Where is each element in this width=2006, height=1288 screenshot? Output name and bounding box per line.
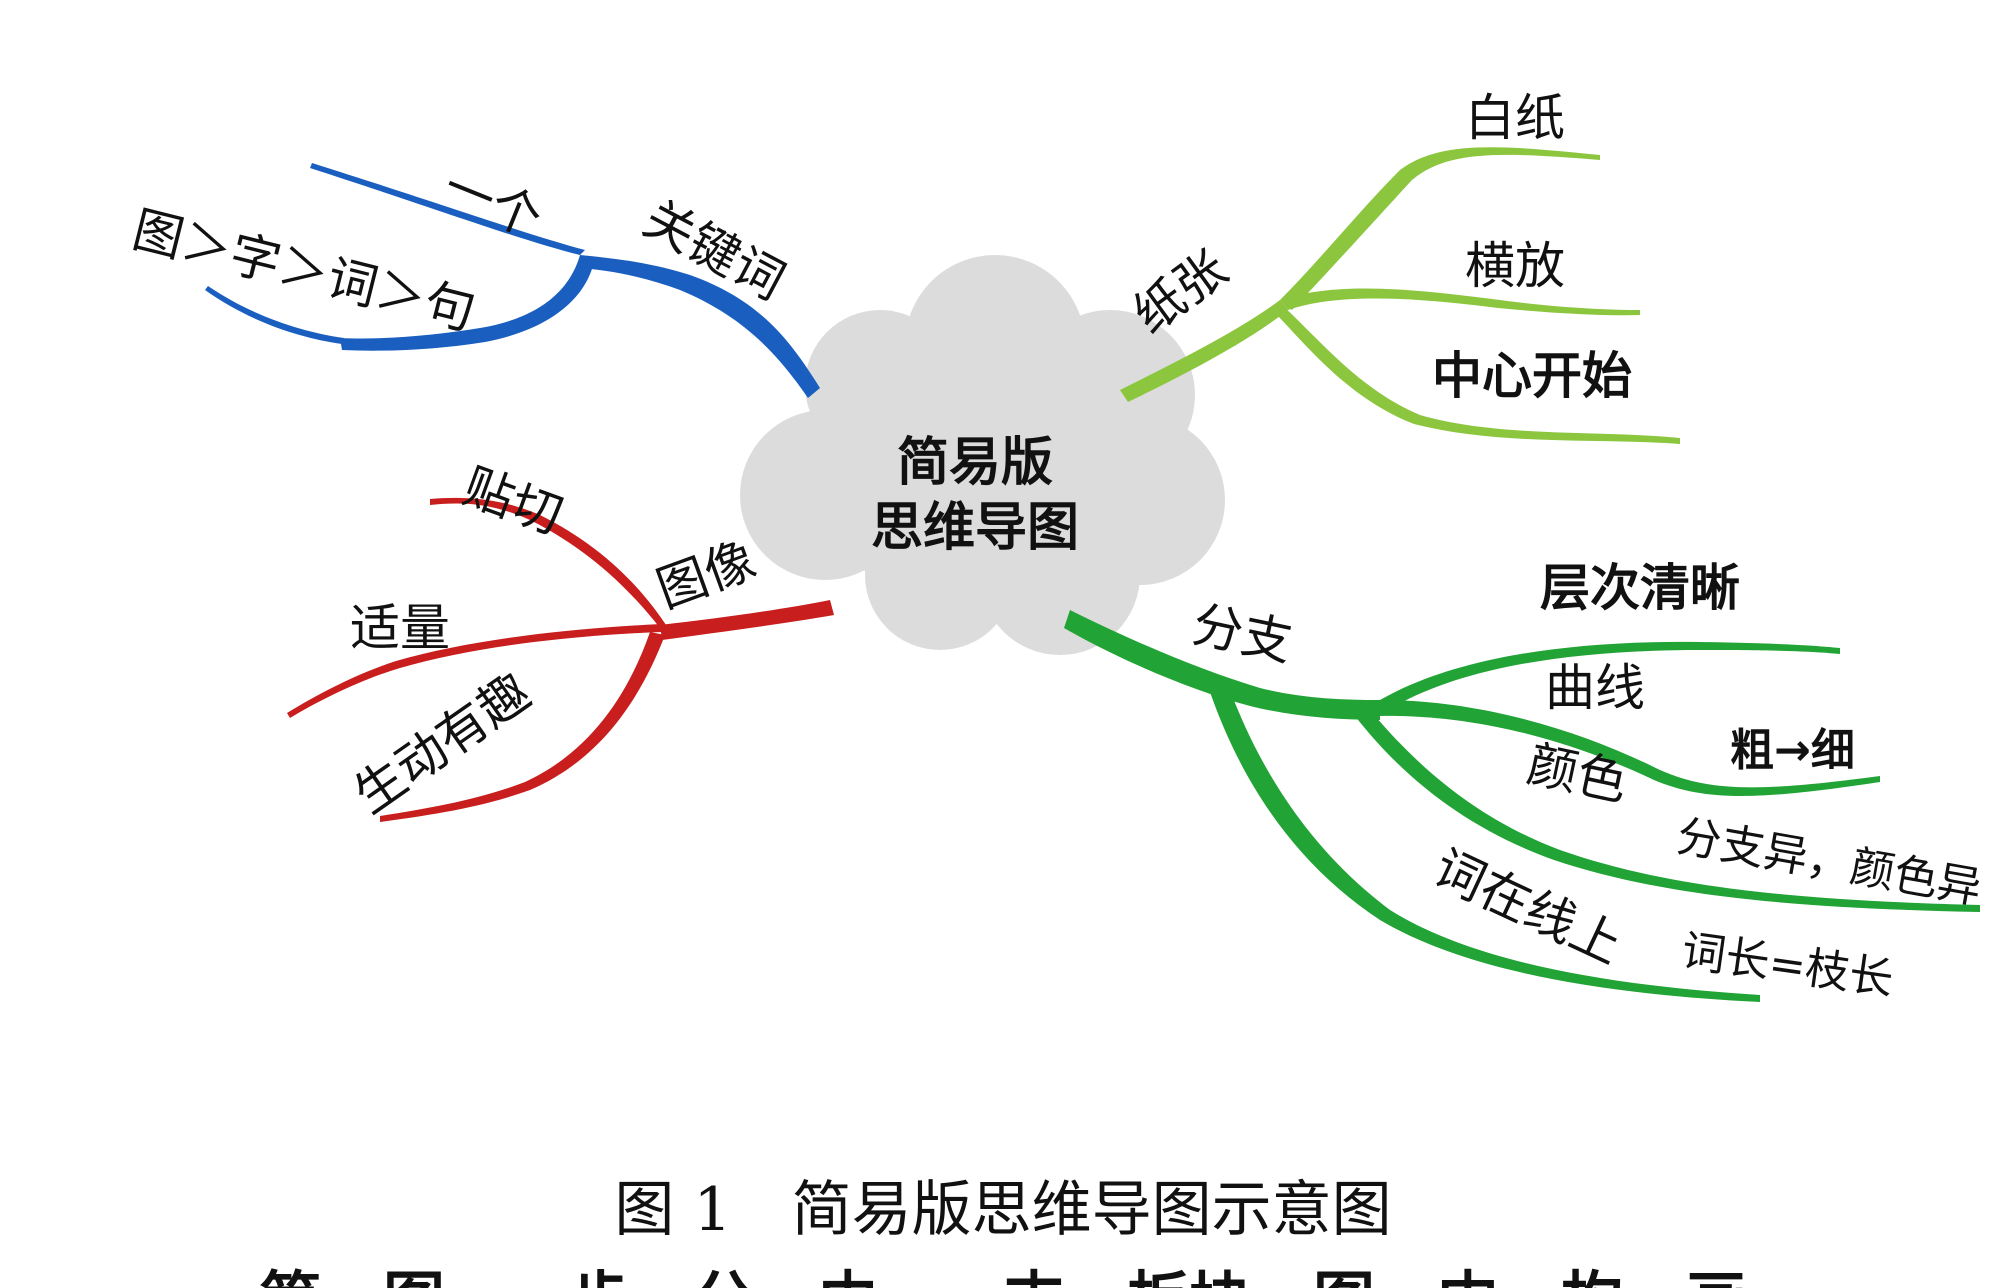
branch-label: 分支 xyxy=(1188,595,1298,673)
branch-main-stem xyxy=(1064,610,1380,720)
branch-branch: 分支 层次清晰 曲线 粗→细 颜色 分支异，颜色异 词在线上 词长=枝长 xyxy=(1064,559,1985,1006)
paper-child-3: 中心开始 xyxy=(1432,347,1632,405)
center-cloud: 简易版 思维导图 xyxy=(740,255,1225,655)
keyword-child-1: 一个 xyxy=(436,157,550,248)
image-middle-branch xyxy=(287,624,662,718)
keyword-fork xyxy=(340,255,594,351)
figure-caption: 图 1 简易版思维导图示意图 xyxy=(614,1175,1391,1245)
image-child-1: 贴切 xyxy=(456,457,570,546)
image-main-stem xyxy=(660,600,834,640)
keyword-main-stem xyxy=(578,255,820,398)
branch-color-branch xyxy=(1355,710,1980,912)
image-label: 图像 xyxy=(649,531,763,620)
branch-top-branch xyxy=(1380,641,1840,712)
paper-main-stem xyxy=(1120,300,1288,402)
keyword-lower-thin xyxy=(205,286,344,344)
branch-paper: 纸张 白纸 横放 中心开始 xyxy=(1120,89,1680,444)
paper-child-2: 横放 xyxy=(1465,237,1565,295)
keyword-upper-thin xyxy=(310,163,585,255)
image-upper-branch xyxy=(430,497,668,628)
branch-child-2: 曲线 xyxy=(1545,659,1645,717)
branch-child-1: 层次清晰 xyxy=(1540,559,1740,617)
image-child-2: 适量 xyxy=(350,599,450,657)
branch-curve-branch xyxy=(1380,700,1880,796)
paper-middle-branch xyxy=(1280,288,1640,316)
branch-keyword: 关键词 一个 图＞字＞词＞句 xyxy=(127,157,820,398)
keyword-child-2: 图＞字＞词＞句 xyxy=(127,200,481,341)
branch-bottom-branch xyxy=(1210,690,1760,1002)
image-lower-branch xyxy=(380,632,665,822)
center-title-line1: 简易版 xyxy=(897,433,1053,493)
image-child-3: 生动有趣 xyxy=(344,663,541,825)
center-title-line2: 思维导图 xyxy=(871,498,1079,558)
paper-child-1: 白纸 xyxy=(1465,89,1565,147)
partial-body-text: 第 图一 步 分 由一 支 板块 图 中 构 画 xyxy=(259,1264,1747,1288)
branch-child-6: 词在线上 xyxy=(1425,838,1631,975)
branch-child-3: 粗→细 xyxy=(1730,725,1855,776)
branch-child-4: 颜色 xyxy=(1523,735,1633,813)
